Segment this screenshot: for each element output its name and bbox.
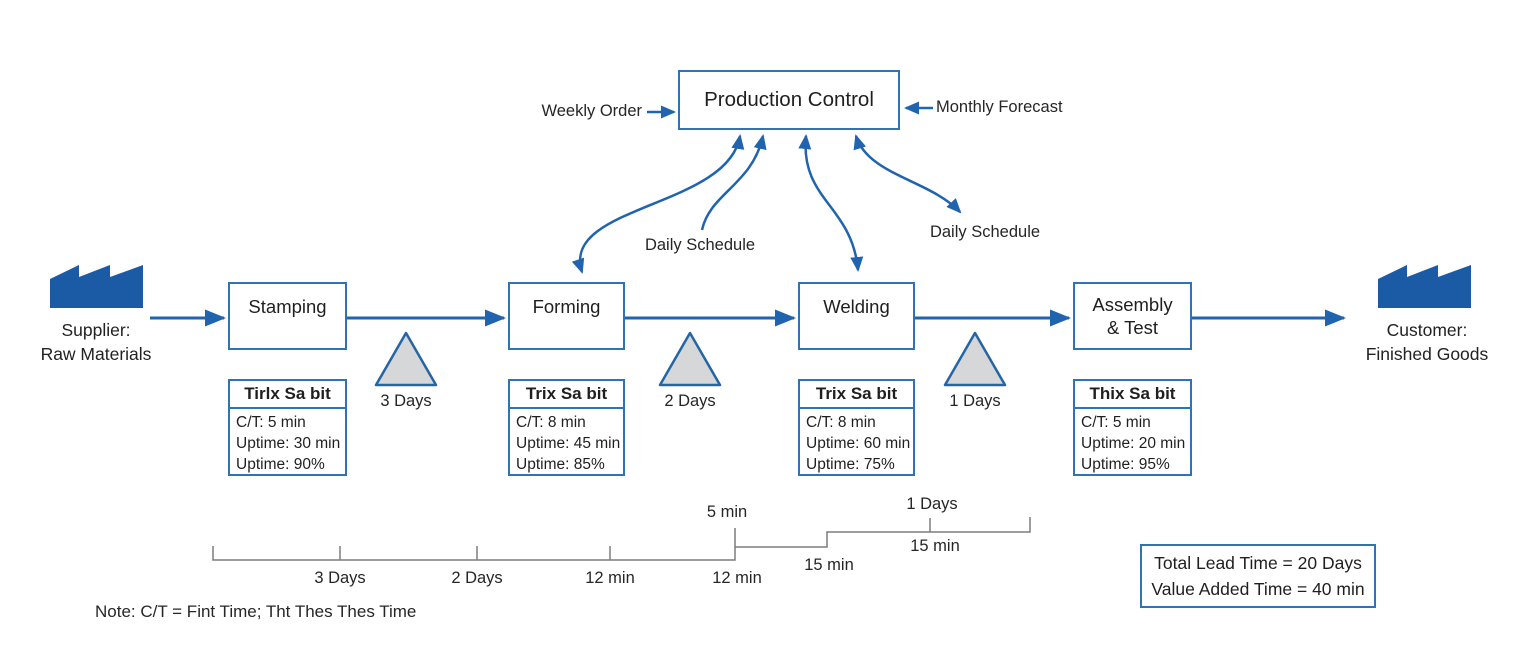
daily-schedule-label-left: Daily Schedule bbox=[644, 236, 756, 254]
databox-assembly-title: Thix Sa bit bbox=[1075, 381, 1190, 409]
process-box-stamping-label: Stamping bbox=[248, 296, 327, 318]
inventory-label-3: 1 Days bbox=[949, 392, 1001, 410]
timeline-label-12min-b: 12 min bbox=[712, 569, 762, 587]
schedule-arrow-forming bbox=[571, 134, 745, 274]
process-box-stamping: Stamping bbox=[228, 282, 347, 350]
process-box-forming: Forming bbox=[508, 282, 625, 350]
timeline-label-3days: 3 Days bbox=[314, 569, 366, 587]
databox-forming-row1: C/T: 8 min bbox=[516, 414, 586, 431]
customer-factory-icon bbox=[1378, 265, 1471, 308]
databox-assembly-row1: C/T: 5 min bbox=[1081, 414, 1151, 431]
databox-forming-row3: Uptime: 85% bbox=[516, 456, 605, 473]
schedule-arrow-daily-right bbox=[853, 134, 962, 214]
process-box-welding-label: Welding bbox=[823, 296, 890, 318]
timeline-label-5min: 5 min bbox=[706, 503, 748, 521]
production-control-box: Production Control bbox=[678, 70, 900, 130]
total-lead-time: Total Lead Time = 20 Days bbox=[1154, 553, 1362, 573]
inventory-label-2: 2 Days bbox=[664, 392, 716, 410]
databox-stamping-row3: Uptime: 90% bbox=[236, 456, 325, 473]
databox-assembly: Thix Sa bit C/T: 5 min Uptime: 20 min Up… bbox=[1073, 379, 1192, 476]
schedule-arrow-welding bbox=[798, 134, 864, 272]
weekly-order-label: Weekly Order bbox=[541, 102, 642, 120]
supplier-label: Supplier: Raw Materials bbox=[30, 318, 162, 366]
databox-stamping-row2: Uptime: 30 min bbox=[236, 435, 341, 452]
databox-assembly-row2: Uptime: 20 min bbox=[1081, 435, 1186, 452]
databox-stamping-row1: C/T: 5 min bbox=[236, 414, 306, 431]
databox-assembly-row3: Uptime: 95% bbox=[1081, 456, 1170, 473]
inventory-triangle-3 bbox=[943, 331, 1007, 387]
value-added-time: Value Added Time = 40 min bbox=[1151, 579, 1365, 599]
process-box-assembly-label-line1: Assembly bbox=[1092, 293, 1173, 315]
databox-welding-title: Trix Sa bit bbox=[800, 381, 913, 409]
supplier-factory-icon bbox=[50, 265, 143, 308]
customer-label-line2: Finished Goods bbox=[1365, 344, 1489, 364]
daily-schedule-label-right: Daily Schedule bbox=[929, 223, 1041, 241]
inventory-triangle-2 bbox=[658, 331, 722, 387]
process-box-welding: Welding bbox=[798, 282, 915, 350]
databox-stamping: Tirlx Sa bit C/T: 5 min Uptime: 30 min U… bbox=[228, 379, 347, 476]
inventory-triangle-1 bbox=[374, 331, 438, 387]
production-control-title: Production Control bbox=[704, 88, 874, 111]
timeline-label-1days: 1 Days bbox=[906, 495, 958, 513]
timeline-ladder bbox=[212, 517, 1031, 561]
databox-forming-row2: Uptime: 45 min bbox=[516, 435, 621, 452]
databox-welding-row3: Uptime: 75% bbox=[806, 456, 895, 473]
databox-forming-title: Trix Sa bit bbox=[510, 381, 623, 409]
databox-stamping-title: Tirlx Sa bit bbox=[230, 381, 345, 409]
timeline-label-12min-a: 12 min bbox=[585, 569, 635, 587]
supplier-label-line2: Raw Materials bbox=[40, 344, 152, 364]
databox-welding: Trix Sa bit C/T: 8 min Uptime: 60 min Up… bbox=[798, 379, 915, 476]
lead-time-summary-box: Total Lead Time = 20 Days Value Added Ti… bbox=[1140, 544, 1376, 608]
timeline-label-2days: 2 Days bbox=[451, 569, 503, 587]
process-box-assembly-test: Assembly & Test bbox=[1073, 282, 1192, 350]
timeline-label-15min-b: 15 min bbox=[910, 537, 960, 555]
schedule-arrow-daily-left bbox=[700, 134, 767, 231]
databox-forming: Trix Sa bit C/T: 8 min Uptime: 45 min Up… bbox=[508, 379, 625, 476]
databox-welding-row2: Uptime: 60 min bbox=[806, 435, 911, 452]
timeline-label-15min-a: 15 min bbox=[804, 556, 854, 574]
inventory-label-1: 3 Days bbox=[380, 392, 432, 410]
supplier-label-line1: Supplier: bbox=[61, 320, 131, 340]
process-box-forming-label: Forming bbox=[532, 296, 601, 318]
footnote: Note: C/T = Fint Time; Tht Thes Thes Tim… bbox=[95, 602, 417, 621]
customer-label: Customer: Finished Goods bbox=[1361, 318, 1493, 366]
customer-label-line1: Customer: bbox=[1386, 320, 1468, 340]
process-box-assembly-label-line2: & Test bbox=[1106, 317, 1159, 338]
monthly-forecast-label: Monthly Forecast bbox=[936, 98, 1063, 116]
databox-welding-row1: C/T: 8 min bbox=[806, 414, 876, 431]
